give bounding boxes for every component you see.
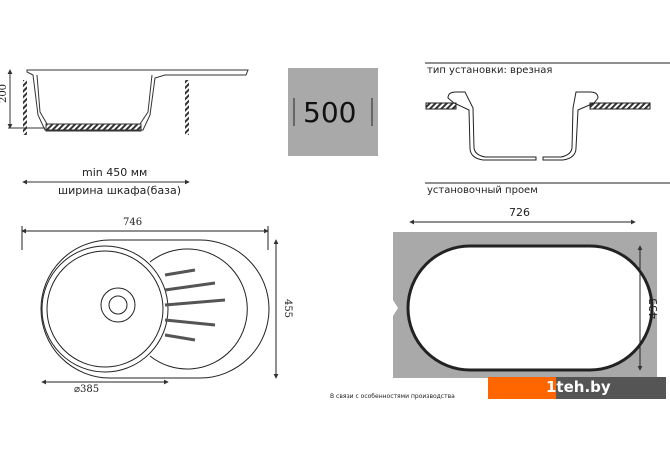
side-view <box>7 69 249 185</box>
height-dim-top: 455 <box>282 298 294 319</box>
logo-dark <box>556 377 666 399</box>
install-section <box>425 62 670 184</box>
cabinet-badge-value: 500 <box>303 96 357 129</box>
min-width-label: min 450 мм <box>82 166 148 179</box>
width-dim-top: 746 <box>123 217 143 228</box>
cutout-width-dim: 726 <box>509 206 530 219</box>
height-dim-side: 200 <box>0 83 10 104</box>
cabinet-width-label: ширина шкафа(база) <box>58 184 182 197</box>
sink-top-view <box>21 226 279 385</box>
cabinet-wall-left <box>23 80 27 135</box>
cutout-view <box>393 219 657 378</box>
cutout-height-dim: 435 <box>647 298 660 319</box>
cabinet-badge-bg <box>288 68 378 156</box>
bowl-dim: ⌀385 <box>74 384 100 395</box>
logo-text: 1teh.by <box>546 378 611 396</box>
install-type-label: тип установки: врезная <box>427 65 553 76</box>
logo-orange <box>488 377 556 399</box>
footer-note: В связи с особенностями производства <box>330 393 455 400</box>
cabinet-wall-right <box>185 80 189 135</box>
opening-label: установочный проем <box>427 185 538 196</box>
